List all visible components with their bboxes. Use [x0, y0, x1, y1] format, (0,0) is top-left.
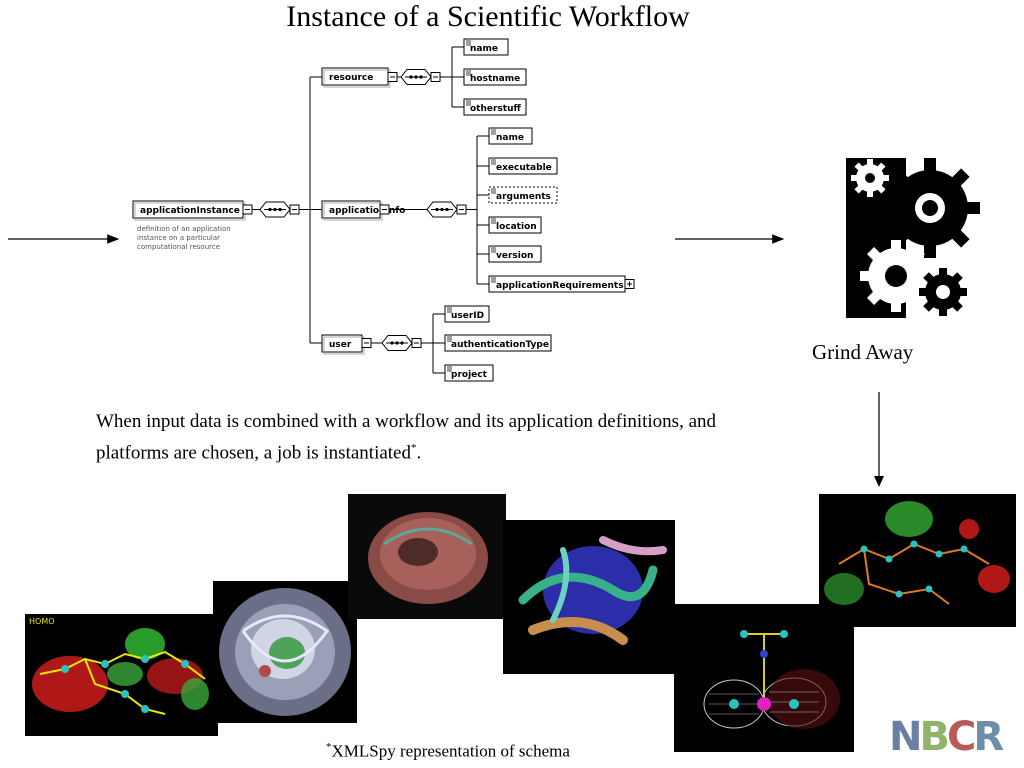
node-appinfo-name[interactable]: name [488, 127, 533, 145]
node-appinfo-executable[interactable]: executable [488, 157, 558, 175]
svg-text:arguments: arguments [496, 192, 551, 202]
svg-text:location: location [496, 222, 537, 232]
logo-letter: B [919, 714, 949, 760]
caption-period: . [416, 442, 422, 464]
homo-label: HOMO [29, 617, 55, 626]
grind-away-label: Grind Away [812, 340, 914, 364]
logo-letter: C [946, 714, 976, 760]
node-resource[interactable]: resource [321, 67, 391, 88]
node-appinfo-location[interactable]: location [488, 216, 542, 234]
footnote-marker: * [326, 741, 332, 753]
sequence-compositor [426, 201, 458, 218]
node-resource-hostname[interactable]: hostname [463, 68, 527, 86]
root-doc-line: instance on a particular [137, 234, 220, 242]
svg-text:applicationInstance: applicationInstance [140, 206, 240, 216]
svg-text:hostname: hostname [470, 74, 520, 84]
root-doc-line: computational resource [137, 243, 220, 251]
sequence-compositor [259, 201, 291, 218]
gears-icon [846, 158, 980, 318]
slide-title: Instance of a Scientific Workflow [286, 0, 690, 33]
node-user-userID[interactable]: userID [444, 305, 490, 323]
svg-text:version: version [496, 251, 533, 261]
root-doc-line: definition of an application [137, 225, 231, 233]
schema-diagram: applicationInstance definition of an app… [8, 38, 785, 382]
caption-text: When input data is combined with a workf… [96, 409, 716, 466]
node-applicationInstance[interactable]: applicationInstance [132, 200, 246, 221]
virus-capsid-image [213, 581, 357, 723]
node-appinfo-arguments[interactable]: arguments [488, 186, 558, 204]
node-appinfo-version[interactable]: version [488, 245, 542, 263]
node-resource-otherstuff[interactable]: otherstuff [463, 98, 527, 116]
svg-text:applicationRequirements: applicationRequirements [496, 281, 624, 291]
node-user-authenticationType[interactable]: authenticationType [444, 334, 552, 352]
expand-toggle[interactable] [624, 279, 635, 289]
node-user-project[interactable]: project [444, 364, 494, 382]
collapse-toggle[interactable] [289, 204, 300, 215]
svg-text:otherstuff: otherstuff [470, 104, 522, 114]
node-resource-name[interactable]: name [463, 38, 509, 56]
sequence-compositor [381, 335, 413, 351]
protein-ribbon-image [503, 520, 675, 674]
svg-text:executable: executable [496, 163, 552, 173]
nbcr-logo: NBCR [889, 716, 1007, 758]
svg-text:authenticationType: authenticationType [451, 340, 549, 350]
footnote-text: XMLSpy representation of schema [331, 741, 570, 761]
logo-letter: R [973, 714, 1004, 760]
tissue-volume-image [348, 494, 506, 619]
svg-text:userID: userID [451, 311, 484, 321]
logo-letter: N [889, 714, 923, 760]
svg-text:resource: resource [329, 73, 373, 83]
footnote-marker: * [411, 442, 417, 454]
ligand-molecule-image [819, 494, 1016, 627]
node-applicationInfo[interactable]: applicationInfo [321, 200, 405, 221]
svg-text:name: name [496, 133, 524, 143]
footnote: *XMLSpy representation of schema [326, 741, 570, 762]
svg-text:project: project [451, 370, 488, 380]
svg-text:user: user [329, 340, 352, 350]
svg-text:applicationInfo: applicationInfo [329, 206, 405, 216]
down-arrow [874, 392, 884, 487]
sequence-compositor [400, 69, 432, 85]
caption-body: When input data is combined with a workf… [96, 411, 717, 464]
node-appinfo-applicationRequirements[interactable]: applicationRequirements [488, 275, 626, 293]
homo-molecule-image: HOMO [25, 614, 218, 736]
collapse-toggle[interactable] [242, 204, 253, 215]
svg-text:name: name [470, 44, 498, 54]
metal-complex-image [674, 604, 854, 752]
node-user[interactable]: user [321, 334, 365, 355]
